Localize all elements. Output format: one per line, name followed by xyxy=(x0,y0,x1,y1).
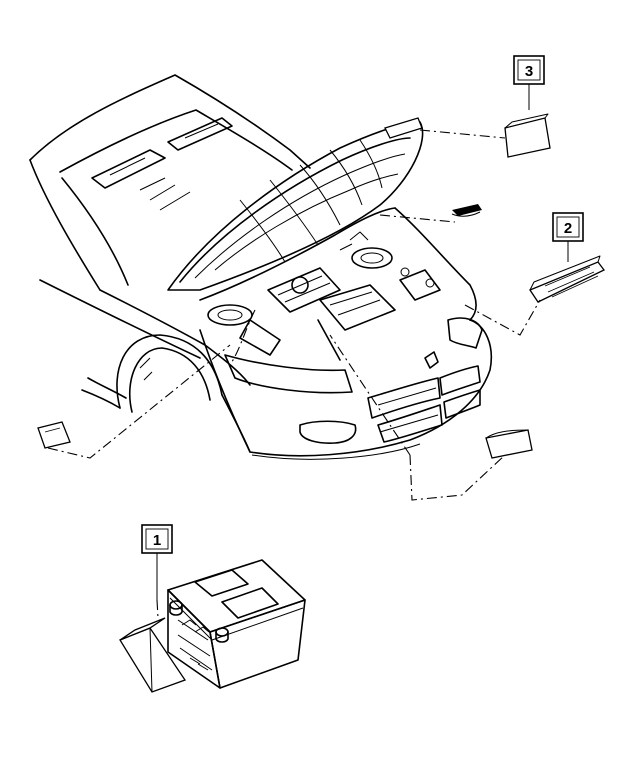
callout-1: 1 xyxy=(141,524,173,600)
callout-2-number: 2 xyxy=(564,220,572,237)
callout-3-number: 3 xyxy=(525,63,533,80)
car-labels xyxy=(37,113,605,459)
callout-1-number: 1 xyxy=(153,532,161,549)
engine-bay xyxy=(199,204,482,361)
battery xyxy=(167,559,306,689)
callout-3: 3 xyxy=(513,55,545,110)
car-body xyxy=(29,74,311,453)
label-right-sticker xyxy=(485,429,533,459)
front-fascia xyxy=(199,317,492,460)
callout-2: 2 xyxy=(552,212,584,262)
battery-label xyxy=(119,599,187,693)
leader-lines xyxy=(47,129,541,501)
label-3-sticker xyxy=(504,117,551,158)
label-2-sticker xyxy=(529,261,605,303)
open-hood xyxy=(167,117,424,291)
label-left-sticker xyxy=(37,421,71,449)
